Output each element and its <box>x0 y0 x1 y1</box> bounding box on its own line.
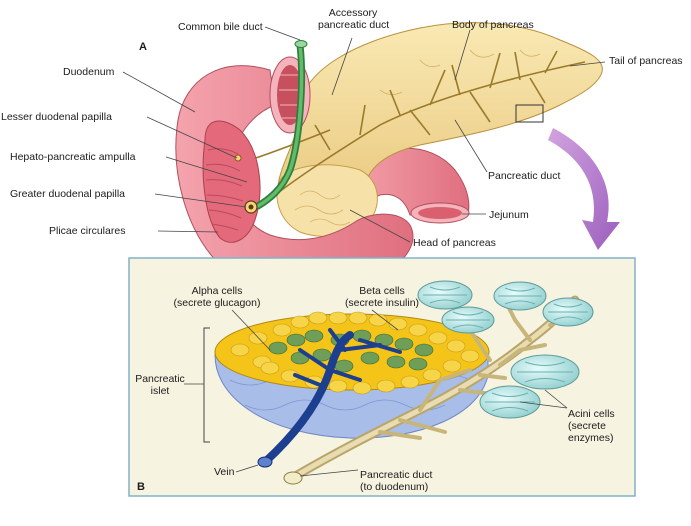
label-pancreatic-duct: Pancreatic duct <box>488 170 561 182</box>
label-acini-cells-3: enzymes) <box>568 432 614 444</box>
label-jejunum: Jejunum <box>489 209 529 221</box>
lesser-papilla <box>234 154 242 162</box>
leader-lines-b <box>184 309 568 477</box>
label-acini-cells-1: Acini cells <box>568 408 615 420</box>
label-ampulla: Hepato-pancreatic ampulla <box>10 151 136 163</box>
label-vein: Vein <box>214 466 235 478</box>
label-accessory-duct-2: pancreatic duct <box>318 19 390 31</box>
label-pancreatic-duct-b-1: Pancreatic duct <box>360 469 433 481</box>
label-beta-cells-2: (secrete insulin) <box>344 297 420 309</box>
label-head-of-pancreas: Head of pancreas <box>413 237 496 249</box>
label-pancreatic-islet-1: Pancreatic <box>135 373 185 385</box>
label-greater-papilla: Greater duodenal papilla <box>10 188 125 200</box>
label-alpha-cells-1: Alpha cells <box>191 285 243 297</box>
detail-box <box>515 104 544 123</box>
label-accessory-duct-1: Accessory <box>328 7 378 19</box>
label-plicae-circulares: Plicae circulares <box>49 225 126 237</box>
jejunum <box>344 147 470 227</box>
label-alpha-cells-2: (secrete glucagon) <box>173 297 261 309</box>
label-body-of-pancreas: Body of pancreas <box>452 19 534 31</box>
label-acini-cells-2: (secrete <box>568 420 606 432</box>
label-tail-of-pancreas: Tail of pancreas <box>609 55 683 67</box>
label-lesser-papilla: Lesser duodenal papilla <box>1 111 112 123</box>
magnify-arrow <box>548 128 620 250</box>
islet-bracket <box>203 327 210 443</box>
vein <box>257 328 402 468</box>
label-common-bile-duct: Common bile duct <box>178 21 263 33</box>
label-pancreatic-duct-b-2: (to duodenum) <box>360 481 429 493</box>
panel-letter-b: B <box>137 481 145 493</box>
label-beta-cells-1: Beta cells <box>359 285 405 297</box>
leader-lines-a <box>122 26 606 243</box>
label-duodenum: Duodenum <box>63 66 115 78</box>
pancreas <box>249 22 603 237</box>
acini-clusters <box>417 280 594 419</box>
label-pancreatic-islet-2: islet <box>150 385 170 397</box>
common-bile-duct <box>254 40 308 210</box>
panel-letter-a: A <box>139 41 147 53</box>
beta-cells <box>230 311 480 395</box>
